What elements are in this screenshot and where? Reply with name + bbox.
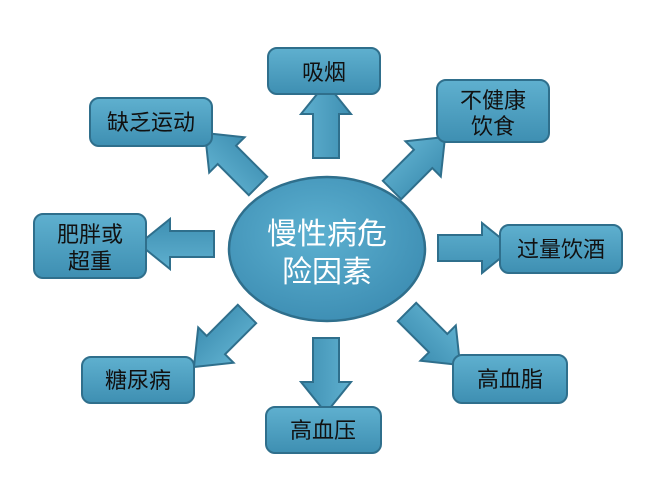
factor-hyperlipidemia-label: 高血脂 [477,368,543,393]
factor-excess-drinking-label: 过量饮酒 [517,238,605,263]
center-title-line2: 险因素 [282,255,372,290]
arrow-left [138,218,215,270]
factor-diabetes: 糖尿病 [81,356,195,404]
factor-diabetes-label: 糖尿病 [105,369,171,394]
factor-excess-drinking: 过量饮酒 [499,224,623,274]
factor-unhealthy-diet: 不健康 饮食 [436,79,550,143]
center-node: 慢性病危 险因素 [227,175,427,323]
factor-hypertension-label: 高血压 [290,419,356,444]
factor-hyperlipidemia: 高血脂 [452,354,568,404]
factor-smoking-label: 吸烟 [302,61,346,86]
factor-unhealthy-diet-label-2: 饮食 [471,115,515,140]
factor-obesity: 肥胖或 超重 [33,213,147,279]
center-title-line1: 慢性病危 [267,217,387,252]
factor-hypertension: 高血压 [265,406,382,454]
factor-obesity-label-1: 肥胖或 [57,223,123,248]
arrow-down [300,337,352,414]
factor-unhealthy-diet-label-1: 不健康 [460,89,526,114]
factor-smoking: 吸烟 [267,47,381,95]
factor-lack-of-exercise: 缺乏运动 [89,97,213,147]
factor-obesity-label-2: 超重 [68,250,112,275]
factor-lack-of-exercise-label: 缺乏运动 [107,111,195,136]
